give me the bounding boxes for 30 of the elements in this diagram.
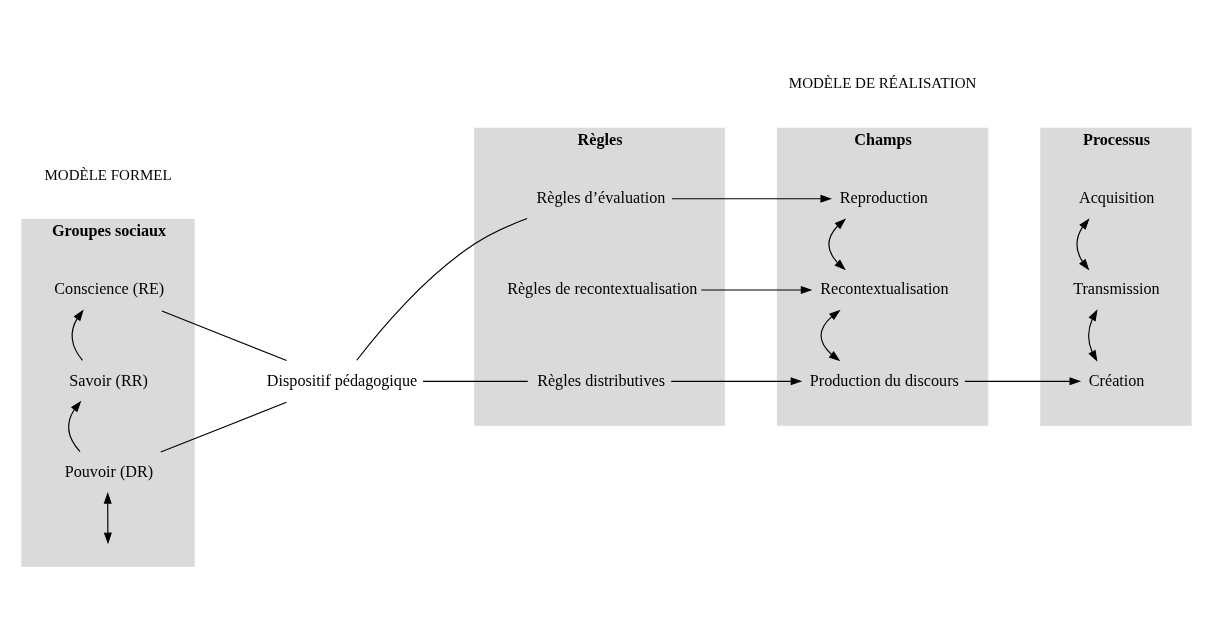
node-text: Savoir (RR) — [69, 371, 148, 389]
node-text: Recontextualisation — [820, 279, 949, 297]
arrow — [103, 491, 112, 544]
node-text: Règles de recontextualisation — [507, 279, 698, 297]
node-text: Règles distributives — [537, 371, 666, 389]
arrow — [68, 400, 82, 452]
connector — [422, 380, 529, 382]
arrow — [1076, 217, 1090, 270]
node-text: Dispositif pédagogique — [266, 371, 418, 389]
node-text: Acquisition — [1078, 188, 1155, 206]
arrow — [671, 194, 832, 203]
node-text: Création — [1088, 371, 1145, 389]
node-text: Transmission — [1073, 279, 1160, 297]
connector — [160, 401, 288, 453]
arrow — [820, 309, 841, 361]
arrow — [964, 376, 1082, 385]
arrow — [700, 285, 813, 294]
label: MODÈLE DE RÉALISATION — [788, 74, 977, 91]
node-text: Règles d’évaluation — [536, 188, 666, 206]
arrow — [670, 376, 803, 385]
node-text: Production du discours — [809, 371, 959, 389]
node-text: Reproduction — [839, 188, 928, 206]
connector — [356, 217, 528, 361]
arrow — [71, 308, 84, 361]
label: MODÈLE FORMEL — [44, 166, 172, 183]
node-text: Conscience (RE) — [54, 279, 165, 297]
connector — [161, 309, 288, 361]
arrow — [1088, 308, 1098, 362]
arrow — [828, 217, 847, 270]
node-text: Pouvoir (DR) — [64, 462, 154, 480]
